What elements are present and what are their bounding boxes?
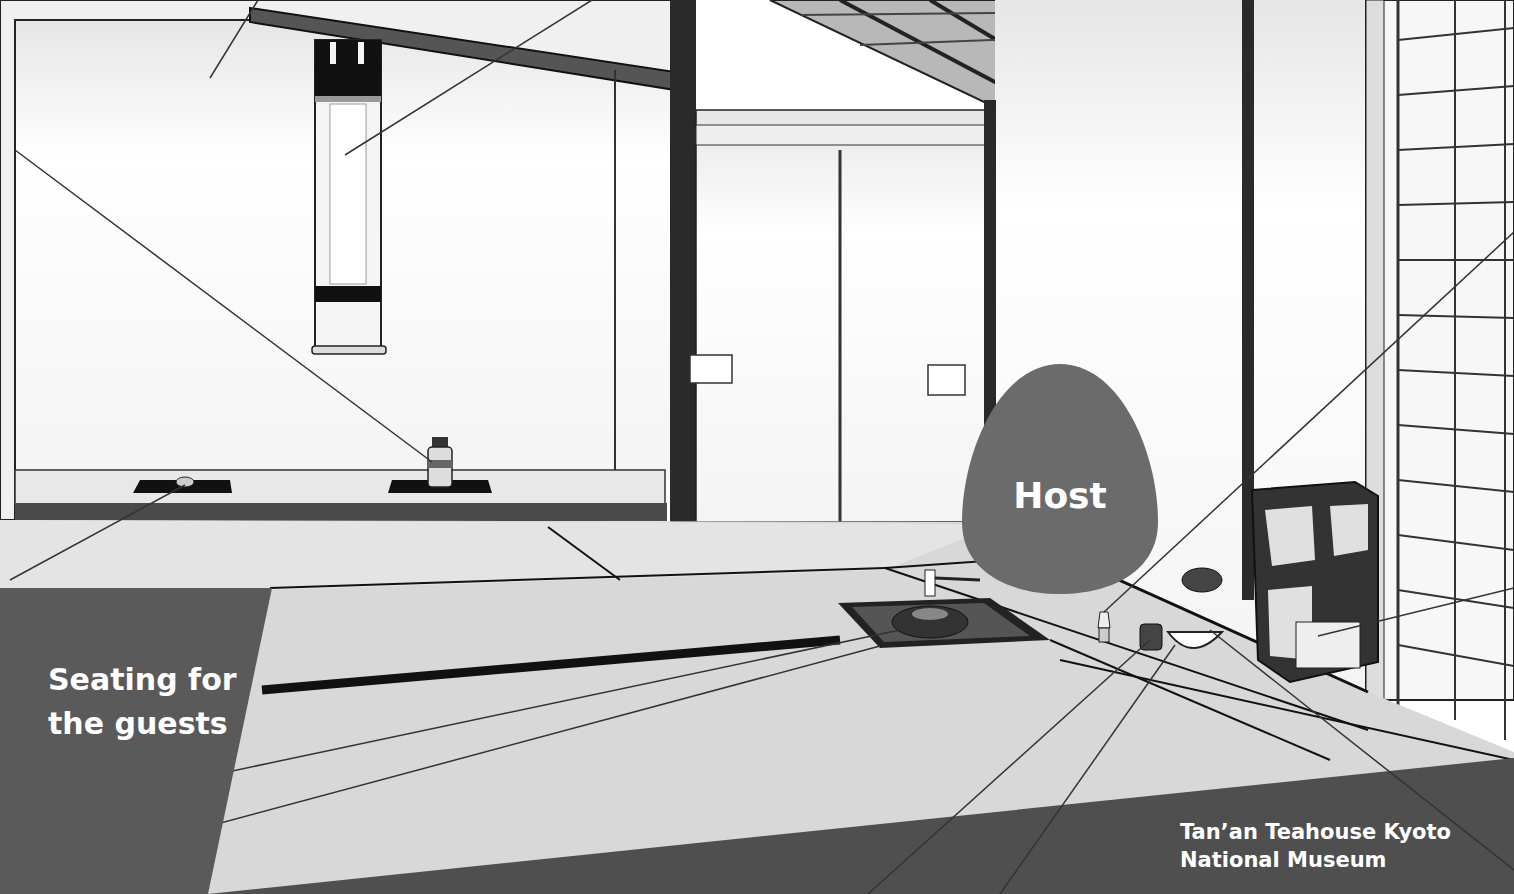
node-label: Seating for the guests bbox=[48, 658, 248, 745]
kettle bbox=[892, 606, 968, 638]
water-container bbox=[1296, 622, 1360, 668]
scroll-bottom bbox=[315, 286, 381, 302]
ladle bbox=[935, 578, 980, 580]
kettle-lid bbox=[912, 608, 948, 620]
fusuma-doors bbox=[696, 110, 988, 522]
tea-bowl bbox=[1168, 632, 1222, 648]
stand-body bbox=[1252, 482, 1378, 682]
shoji-bar bbox=[1454, 0, 1456, 720]
door-handle bbox=[928, 365, 965, 395]
stand-cutout bbox=[1265, 506, 1315, 566]
guest-seating-area: Seating for the guests bbox=[0, 588, 274, 894]
alcove-floor bbox=[15, 470, 665, 505]
water-jar bbox=[1182, 568, 1222, 592]
scroll-strip bbox=[358, 42, 364, 64]
hearth-pit bbox=[852, 603, 1030, 642]
alcove-corner bbox=[614, 70, 616, 478]
door-split bbox=[839, 150, 842, 522]
tatami-mat bbox=[0, 520, 1000, 590]
alcove-wall bbox=[15, 20, 675, 480]
host-position: Host bbox=[960, 362, 1160, 596]
floor-band bbox=[208, 758, 1514, 894]
credit-caption: Tan’an Teahouse Kyoto National Museum bbox=[1180, 818, 1470, 875]
stand-cutout bbox=[1330, 504, 1368, 556]
door-handle bbox=[690, 355, 732, 383]
scroll-roller bbox=[312, 346, 386, 354]
corner-pillar bbox=[670, 0, 696, 522]
shoji-window bbox=[1366, 0, 1514, 740]
hanging-scroll bbox=[312, 40, 386, 354]
alcove-frame bbox=[0, 0, 680, 520]
scroll-top bbox=[315, 40, 381, 98]
alcove-lintel bbox=[250, 8, 675, 90]
vase-body bbox=[428, 447, 452, 487]
whisk-handle bbox=[1099, 628, 1109, 642]
scroll-body bbox=[315, 40, 381, 352]
scroll-band bbox=[315, 96, 381, 102]
scroll-paper bbox=[330, 104, 366, 284]
node-fill bbox=[0, 588, 272, 894]
utensil-stand bbox=[1252, 482, 1378, 682]
door-lintel bbox=[696, 125, 988, 145]
tea-whisk bbox=[1098, 612, 1110, 628]
shoji-bar bbox=[1397, 0, 1400, 705]
scroll-strip bbox=[330, 42, 336, 64]
node-outline bbox=[0, 588, 274, 894]
shoji-frame bbox=[1366, 0, 1514, 700]
shoji-bar bbox=[1504, 0, 1506, 740]
shoji-rails bbox=[1398, 28, 1514, 666]
vase-neck bbox=[432, 437, 448, 447]
hearth-frame bbox=[838, 598, 1050, 648]
node-label: Host bbox=[960, 470, 1160, 522]
ladle-stand bbox=[925, 570, 935, 596]
alcove-edge bbox=[15, 503, 667, 521]
